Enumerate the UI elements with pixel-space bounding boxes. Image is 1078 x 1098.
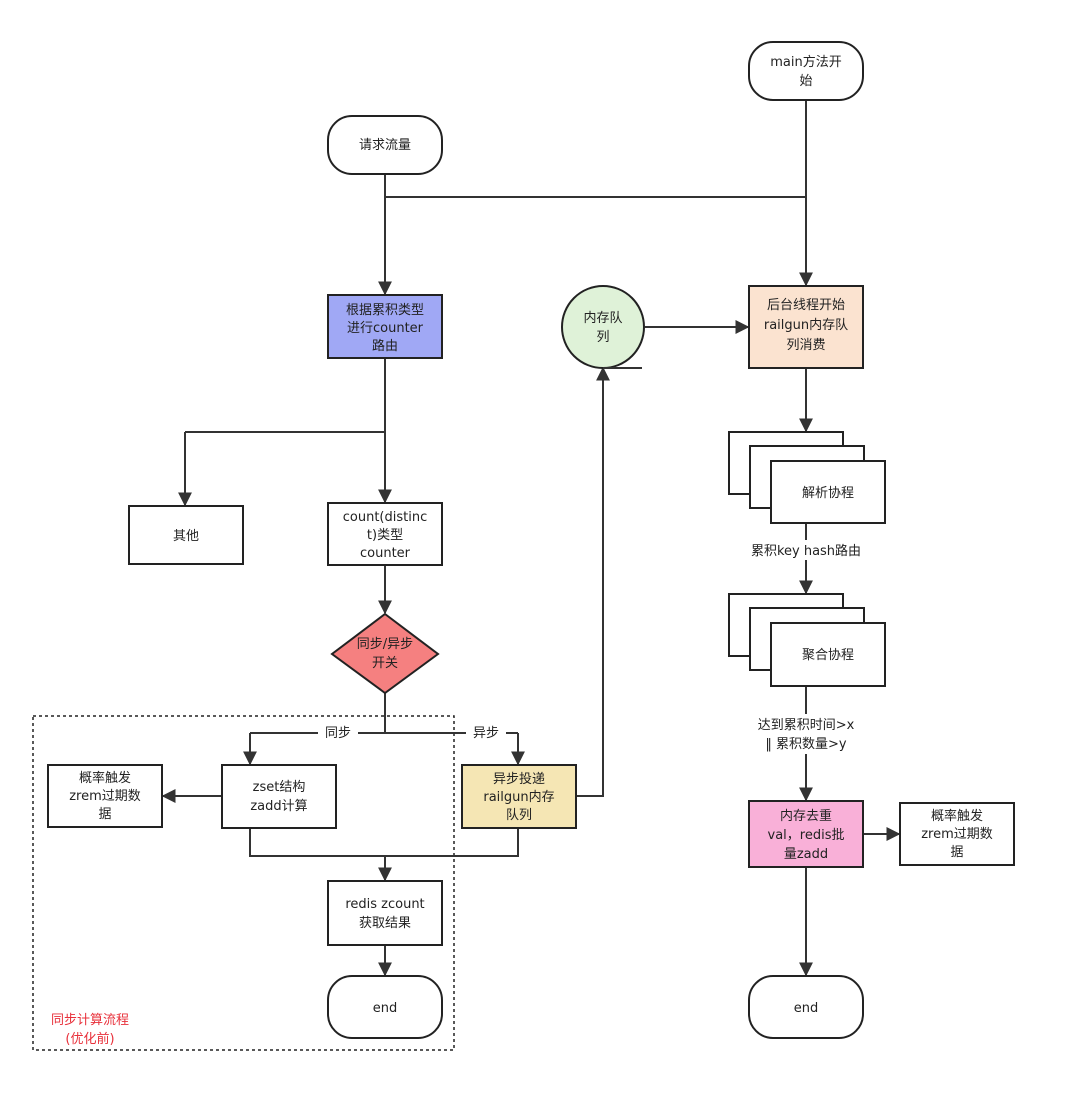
svg-text:zset结构: zset结构	[253, 780, 306, 795]
svg-text:据: 据	[98, 807, 111, 822]
svg-text:内存队: 内存队	[583, 310, 622, 326]
node-redis-zcount: redis zcount 获取结果	[327, 880, 443, 946]
svg-text:counter: counter	[360, 546, 411, 561]
svg-text:count(distinc: count(distinc	[343, 510, 427, 525]
svg-text:后台线程开始: 后台线程开始	[767, 298, 845, 313]
node-background-consumer: 后台线程开始 railgun内存队 列消费	[748, 285, 864, 369]
svg-text:end: end	[373, 1001, 398, 1016]
svg-text:进行counter: 进行counter	[347, 321, 424, 336]
svg-text:开关: 开关	[372, 656, 398, 671]
node-route: 根据累积类型 进行counter 路由	[327, 294, 443, 359]
svg-text:zrem过期数: zrem过期数	[69, 789, 141, 804]
svg-text:概率触发: 概率触发	[931, 808, 983, 824]
node-aggregate-coroutine: 聚合协程	[728, 593, 886, 687]
svg-text:请求流量: 请求流量	[359, 138, 411, 153]
svg-text:t)类型: t)类型	[367, 528, 403, 543]
svg-text:同步/异步: 同步/异步	[357, 637, 413, 652]
node-main-start: main方法开 始	[748, 41, 864, 101]
node-memory-queue: 内存队 列	[561, 285, 645, 369]
node-prob-zrem-left: 概率触发 zrem过期数 据	[47, 764, 163, 828]
svg-text:队列: 队列	[506, 808, 532, 823]
sync-flow-group-label: 同步计算流程	[51, 1013, 129, 1028]
svg-text:概率触发: 概率触发	[79, 770, 131, 786]
svg-text:量zadd: 量zadd	[784, 847, 828, 862]
edge-async-queue	[575, 366, 610, 797]
edge-label-flush-2: ‖ 累积数量>y	[765, 737, 847, 752]
edge-label-async: 异步	[473, 726, 499, 741]
svg-text:内存去重: 内存去重	[780, 808, 832, 824]
node-prob-zrem-right: 概率触发 zrem过期数 据	[899, 802, 1015, 866]
svg-text:据: 据	[950, 845, 963, 860]
svg-text:其他: 其他	[173, 529, 199, 544]
svg-text:railgun内存: railgun内存	[483, 789, 554, 805]
svg-text:聚合协程: 聚合协程	[802, 648, 854, 663]
svg-text:获取结果: 获取结果	[359, 916, 411, 931]
svg-text:异步投递: 异步投递	[493, 771, 545, 787]
svg-text:end: end	[794, 1001, 819, 1016]
node-end-right: end	[748, 975, 864, 1039]
svg-text:val，redis批: val，redis批	[768, 828, 845, 843]
svg-text:列: 列	[596, 330, 609, 345]
svg-text:解析协程: 解析协程	[802, 486, 854, 501]
svg-text:路由: 路由	[372, 338, 398, 354]
node-sync-async-switch: 同步/异步 开关	[330, 612, 440, 695]
edge-label-flush-1: 达到累积时间>x	[758, 718, 855, 733]
svg-text:zrem过期数: zrem过期数	[921, 827, 993, 842]
sync-flow-group	[32, 715, 455, 1051]
edge-merge	[249, 828, 519, 857]
edge-label-sync: 同步	[325, 726, 351, 741]
node-request: 请求流量	[327, 115, 443, 175]
svg-text:根据累积类型: 根据累积类型	[346, 303, 424, 318]
svg-text:railgun内存队: railgun内存队	[764, 317, 848, 333]
svg-text:zadd计算: zadd计算	[250, 799, 307, 814]
node-zset-zadd: zset结构 zadd计算	[221, 764, 337, 829]
node-parse-coroutine: 解析协程	[728, 431, 886, 524]
node-count-distinct: count(distinc t)类型 counter	[327, 502, 443, 566]
node-other: 其他	[128, 505, 244, 565]
svg-text:redis zcount: redis zcount	[345, 897, 424, 912]
node-async-deliver: 异步投递 railgun内存 队列	[461, 764, 577, 829]
svg-text:main方法开: main方法开	[770, 54, 841, 70]
node-dedup-batch-zadd: 内存去重 val，redis批 量zadd	[748, 800, 864, 868]
edge-label-hash-route: 累积key hash路由	[751, 543, 861, 559]
svg-text:始: 始	[799, 74, 812, 89]
svg-text:列消费: 列消费	[786, 338, 825, 353]
sync-flow-group-sublabel: (优化前)	[65, 1031, 114, 1047]
node-end-left: end	[327, 975, 443, 1039]
